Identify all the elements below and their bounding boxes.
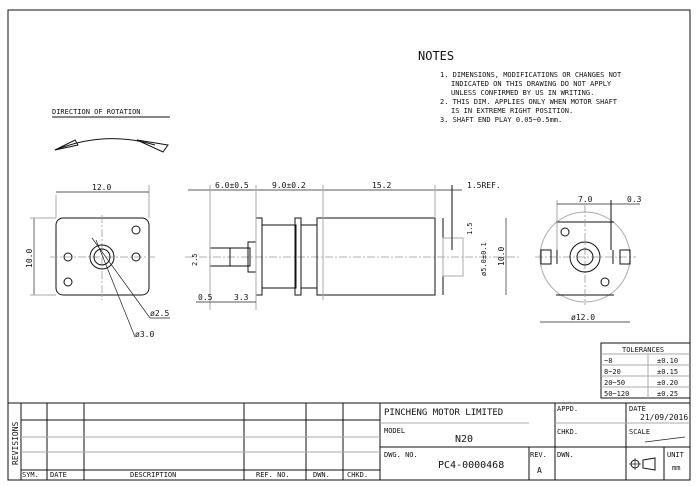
note-line: IS IN EXTREME RIGHT POSITION. xyxy=(451,107,573,115)
date-label: DATE xyxy=(629,405,646,413)
header-description: DESCRIPTION xyxy=(130,471,176,479)
scale-line xyxy=(644,436,686,443)
dim-body-length: 15.2 xyxy=(372,181,391,190)
dim-3-3: 3.3 xyxy=(234,293,249,302)
dim-ref: 1.5REF. xyxy=(467,181,501,190)
rotation-indicator: DIRECTION OF ROTATION xyxy=(52,108,170,153)
rev-label: REV. xyxy=(530,451,547,459)
header-ref-no: REF. NO. xyxy=(256,471,290,479)
rev-value: A xyxy=(537,466,542,475)
dim-height: 10.0 xyxy=(25,249,34,268)
notes: NOTES 1. DIMENSIONS, MODIFICATIONS OR CH… xyxy=(418,49,622,124)
scale-label: SCALE xyxy=(629,428,650,436)
tol-value: ±0.25 xyxy=(657,390,678,398)
company-name: PINCHENG MOTOR LIMITED xyxy=(384,408,503,418)
dwg-no-label: DWG. NO. xyxy=(384,451,418,459)
model-label: MODEL xyxy=(384,427,405,435)
tolerances-title: TOLERANCES xyxy=(622,346,664,354)
note-line: 1. DIMENSIONS, MODIFICATIONS OR CHANGES … xyxy=(440,71,622,79)
dim-height: 10.0 xyxy=(497,247,506,266)
side-view: 6.0±0.5 9.0±0.2 15.2 1.5REF. 2.5 0.5 3.3… xyxy=(185,181,520,310)
unit-label: UNIT xyxy=(667,451,685,459)
note-line: INDICATED ON THIS DRAWING DO NOT APPLY xyxy=(451,80,612,88)
rear-view: 7.0 0.3 ø12.0 xyxy=(535,195,642,323)
rotation-arrow-icon xyxy=(54,138,156,151)
dim-diameter: ø12.0 xyxy=(571,313,595,322)
header-sym: SYM. xyxy=(22,471,39,479)
sheet-border xyxy=(7,9,691,481)
tol-range: 50~120 xyxy=(604,390,629,398)
dim-shaft-dia: 2.5 xyxy=(191,253,199,266)
appd-label: APPD. xyxy=(557,405,578,413)
dim-7-0: 7.0 xyxy=(578,195,593,204)
note-line: 2. THIS DIM. APPLIES ONLY WHEN MOTOR SHA… xyxy=(440,98,618,106)
notes-title: NOTES xyxy=(418,49,454,63)
revisions-label: REVISIONS xyxy=(11,421,20,465)
chkd-label: CHKD. xyxy=(557,428,578,436)
header-date: DATE xyxy=(50,471,67,479)
dim-0-5: 0.5 xyxy=(198,293,213,302)
tol-range: ~8 xyxy=(604,357,612,365)
dwn-label: DWN. xyxy=(557,451,574,459)
tol-range: 20~50 xyxy=(604,379,625,387)
dim-width: 12.0 xyxy=(92,183,111,192)
dim-d2: ø3.0 xyxy=(135,330,154,339)
tol-value: ±0.15 xyxy=(657,368,678,376)
dim-0-3: 0.3 xyxy=(627,195,642,204)
rotation-label: DIRECTION OF ROTATION xyxy=(52,108,141,116)
dim-d1: ø2.5 xyxy=(150,309,169,318)
dim-1-5: 1.5 xyxy=(466,222,474,235)
note-line: 3. SHAFT END PLAY 0.05~0.5mm. xyxy=(440,116,562,124)
dwg-no-value: PC4-0000468 xyxy=(438,460,504,471)
title-block: REVISIONS SYM. DATE DESCRIPTION REF. NO.… xyxy=(8,402,690,480)
header-dwn: DWN. xyxy=(313,471,330,479)
model-value: N20 xyxy=(455,434,473,445)
dim-gear-length: 9.0±0.2 xyxy=(272,181,306,190)
header-chkd: CHKD. xyxy=(347,471,368,479)
dim-boss-dia: ø5.0±0.1 xyxy=(480,242,488,276)
tolerances-table: TOLERANCES ~8 ±0.10 8~20 ±0.15 20~50 ±0.… xyxy=(600,342,691,399)
unit-value: mm xyxy=(672,464,680,472)
tol-value: ±0.10 xyxy=(657,357,678,365)
tol-range: 8~20 xyxy=(604,368,621,376)
note-line: UNLESS CONFIRMED BY US IN WRITING. xyxy=(451,89,594,97)
projection-symbol-icon xyxy=(629,457,656,471)
front-view: 12.0 10.0 ø2.5 ø3.0 xyxy=(25,183,170,339)
tol-value: ±0.20 xyxy=(657,379,678,387)
dim-shaft-length: 6.0±0.5 xyxy=(215,181,249,190)
date-value: 21/09/2016 xyxy=(640,413,688,422)
